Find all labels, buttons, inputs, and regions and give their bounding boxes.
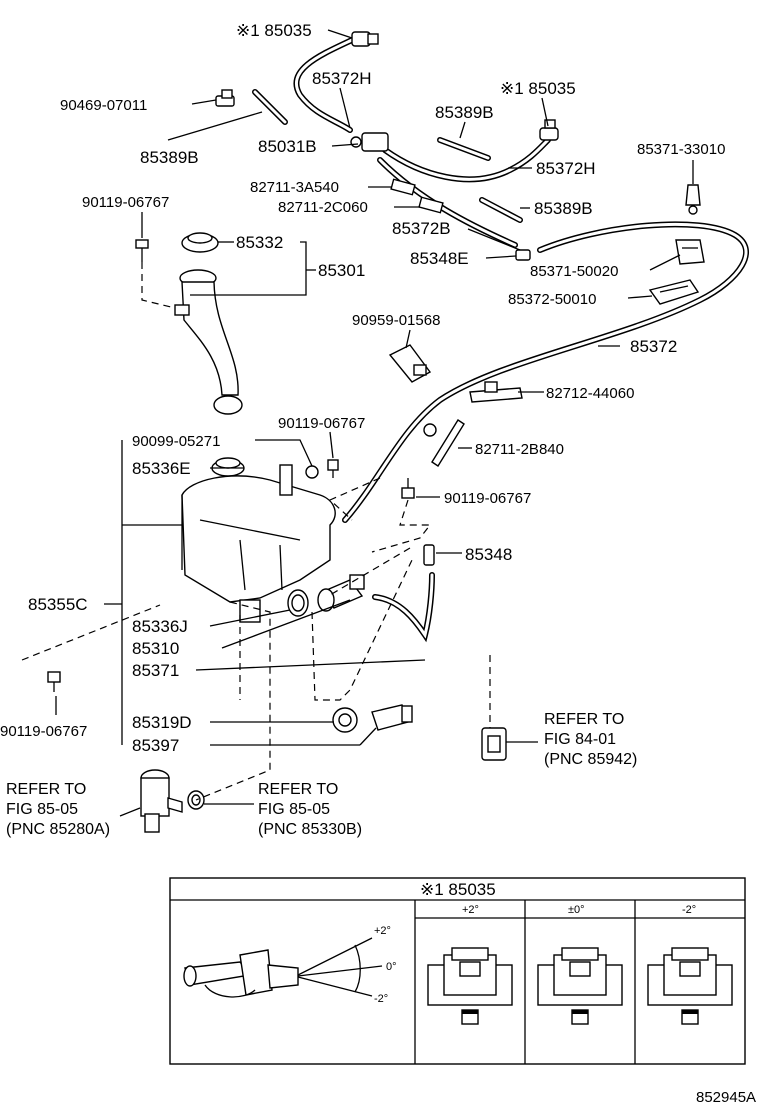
hose-85371-lower [372,572,435,643]
clip-90959 [388,344,432,383]
svg-text:(PNC 85942): (PNC 85942) [544,751,637,768]
label-85371: 85371 [132,661,179,680]
check-valve-85348 [423,544,435,566]
bolt-90119-a [135,239,149,262]
svg-text:(PNC 85330B): (PNC 85330B) [258,821,362,838]
svg-text:(PNC 85280A): (PNC 85280A) [6,821,110,838]
dashed-guides [21,262,491,801]
label-85336E: 85336E [132,459,191,478]
svg-text:FIG 84-01: FIG 84-01 [544,731,616,748]
label-85035-top: ※1 85035 [236,21,312,40]
reservoir-85355C [181,464,336,623]
label-90119-a: 90119-06767 [82,194,169,211]
label-82711-3A540: 82711-3A540 [250,179,339,196]
bolt-90119-b [327,459,339,478]
label-85389B-b: 85389B [435,103,494,122]
connector-85942 [481,727,507,761]
label-85389B-c: 85389B [534,199,593,218]
label-85319D: 85319D [132,713,192,732]
clamp-82711-2C060 [418,196,444,214]
grommet-85319D [332,707,358,733]
inset-col-plus2: +2° [462,904,479,916]
label-85372B: 85372B [392,219,451,238]
diagram-id: 852945A [696,1089,756,1106]
label-90119-b: 90119-06767 [278,415,365,432]
refer-fig-85-05-a: REFER TO FIG 85-05 (PNC 85280A) [6,781,110,838]
svg-text:REFER TO: REFER TO [6,781,86,798]
svg-text:FIG 85-05: FIG 85-05 [258,801,330,818]
cap-85336E [211,457,245,477]
label-90119-d: 90119-06767 [0,723,87,740]
refer-fig-84-01: REFER TO FIG 84-01 (PNC 85942) [544,711,637,768]
clip-85371-33010 [685,184,701,215]
label-82711-2B840: 82711-2B840 [475,441,564,458]
label-85372-50010: 85372-50010 [508,291,596,308]
label-85301: 85301 [318,261,365,280]
clip-view-minus2 [647,947,733,1025]
label-90959: 90959-01568 [352,312,440,329]
clip-90469 [215,89,235,107]
label-85371-50020: 85371-50020 [530,263,618,280]
inset-col-minus2: -2° [682,904,696,916]
cap-85332 [181,232,219,253]
refer-fig-85-05-b: REFER TO FIG 85-05 (PNC 85330B) [258,781,362,838]
label-85310: 85310 [132,639,179,658]
label-85355C: 85355C [28,595,88,614]
inset-col-zero: ±0° [568,904,585,916]
joint-85031B [350,132,389,152]
svg-text:REFER TO: REFER TO [258,781,338,798]
pump-85310 [317,574,365,612]
label-82711-2C060: 82711-2C060 [278,199,368,216]
label-85336J: 85336J [132,617,188,636]
clamp-82711-2B840 [423,419,465,467]
label-85372: 85372 [630,337,677,356]
label-90469: 90469-07011 [60,97,147,114]
label-85332: 85332 [236,233,283,252]
sensor-85397 [371,704,413,731]
inlet-85301 [174,269,243,415]
label-85372H-a: 85372H [312,69,372,88]
bolt-90119-c [401,478,415,499]
label-85348E: 85348E [410,249,469,268]
clip-85371-50020 [675,239,705,265]
clamp-82712 [469,381,523,403]
inset-angle-plus: +2° [374,925,391,937]
pad-85372-50010 [648,279,700,305]
clamp-82711-3A540 [390,178,416,196]
svg-text:FIG 85-05: FIG 85-05 [6,801,78,818]
clip-view-zero [537,947,623,1025]
check-valve-85348E [515,249,531,261]
grommet-85336J [287,589,309,617]
grommet-90099 [305,465,319,479]
clip-85035-top [351,31,379,47]
motor-85280A [140,769,183,833]
label-85031B: 85031B [258,137,317,156]
nozzle-85035-drawing: +2° 0° -2° [183,925,397,1005]
clip-85035-right [539,119,559,141]
inset-angle-zero: 0° [386,961,397,973]
bolt-90119-d [47,671,61,692]
label-85348: 85348 [465,545,512,564]
label-90119-c: 90119-06767 [444,490,531,507]
clip-view-plus2 [427,947,513,1025]
inset-angle-minus: -2° [374,993,388,1005]
label-85397: 85397 [132,736,179,755]
label-85035-b: ※1 85035 [500,79,576,98]
label-85371-33010: 85371-33010 [637,141,725,158]
hose-85372H-right [382,137,551,183]
leader-lines [55,29,694,817]
inset-85035-table: ※1 85035 +2° ±0° -2° +2° 0° -2° [169,877,746,1065]
label-90099: 90099-05271 [132,433,220,450]
label-85372H-b: 85372H [536,159,596,178]
label-82712-44060: 82712-44060 [546,385,634,402]
inset-title: ※1 85035 [420,880,496,899]
svg-text:REFER TO: REFER TO [544,711,624,728]
label-85389B-a: 85389B [140,148,199,167]
